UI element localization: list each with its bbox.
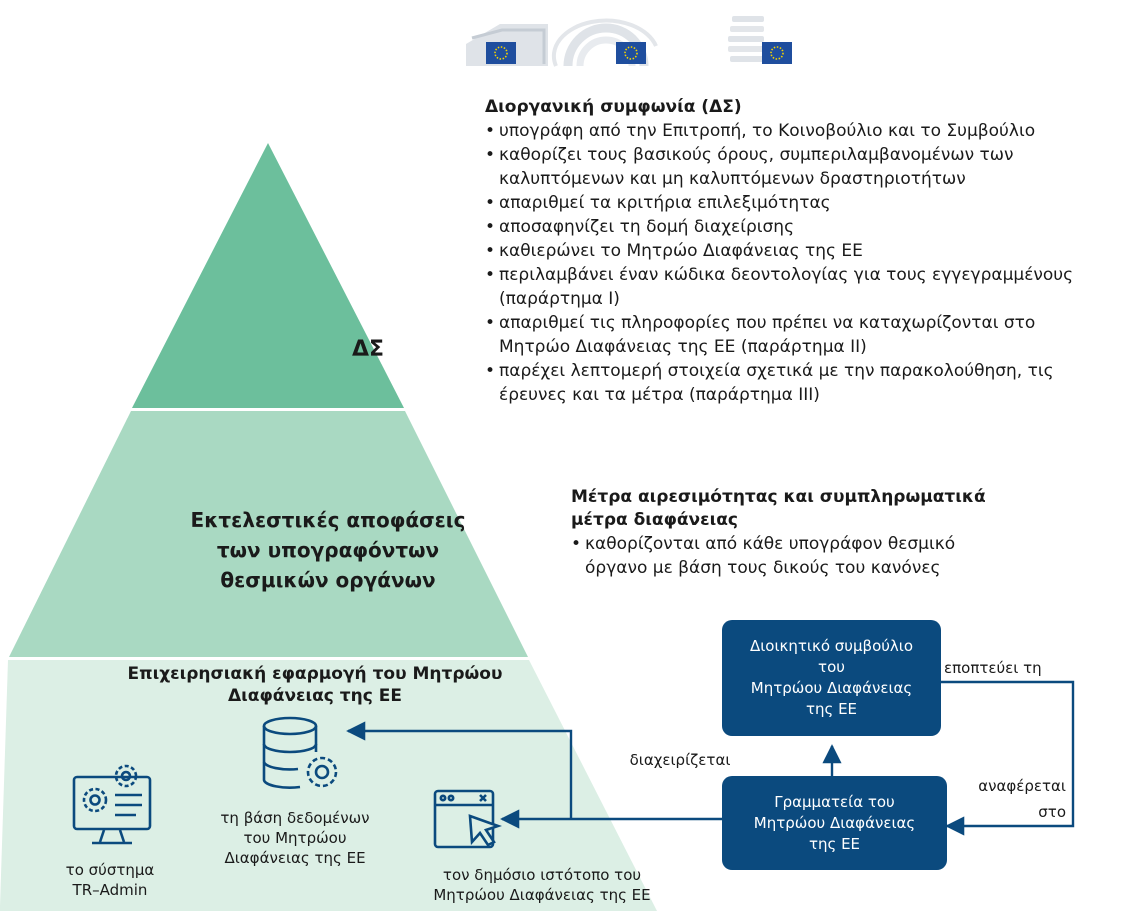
tier-bottom-line: Διαφάνειας της ΕΕ — [228, 686, 402, 706]
item-line: περιλαμβάνει έναν κώδικα δεοντολογίας γι… — [499, 265, 1074, 285]
reports-label: αναφέρεται στο — [970, 773, 1066, 825]
item-line: απαριθμεί τα κριτήρια επιλεξιμότητας — [499, 193, 831, 213]
item-line: υπογράφη από την Επιτροπή, το Κοινοβούλι… — [499, 121, 1036, 141]
item-line: όργανο με βάση τους δικούς του κανόνες — [585, 558, 941, 578]
pyramid-tier-middle — [9, 411, 528, 657]
tier-middle-line: θεσμικών οργάνων — [220, 568, 436, 592]
reports-line: στο — [1038, 803, 1066, 821]
arrow-board-to-secretariat-loop — [941, 680, 1075, 836]
list-item: καθορίζει τους βασικούς όρους, συμπεριλα… — [485, 143, 1115, 191]
item-line: καλυπτόμενων και μη καλυπτόμενων δραστηρ… — [499, 169, 966, 189]
agreement-title: Διοργανική συμφωνία (ΔΣ) — [485, 97, 742, 117]
measures-title-line: Μέτρα αιρεσιμότητας και συμπληρωματικά — [571, 487, 986, 507]
database-gear-icon — [262, 716, 338, 789]
website-label: τον δημόσιο ιστότοπο του Μητρώου Διαφάνε… — [412, 865, 672, 905]
management-board-box: Διοικητικό συμβούλιο του Μητρώου Διαφάνε… — [722, 620, 941, 736]
item-line: καθορίζει τους βασικούς όρους, συμπεριλα… — [499, 145, 1014, 165]
tier-top-label: ΔΣ — [351, 337, 385, 362]
tier-middle-line: Εκτελεστικές αποφάσεις — [190, 508, 466, 532]
parliament-hemicycle-icon — [551, 18, 658, 67]
database-label: τη βάση δεδομένων του Μητρώου Διαφάνειας… — [210, 808, 380, 868]
system-line: το σύστημα — [65, 861, 155, 879]
measures-block: Μέτρα αιρεσιμότητας και συμπληρωματικά μ… — [571, 486, 1041, 580]
database-line: του Μητρώου — [243, 829, 347, 847]
supervises-label: εποπτεύει τη — [944, 659, 1042, 677]
item-line: (παράρτημα I) — [499, 289, 620, 309]
agreement-list: υπογράφη από την Επιτροπή, το Κοινοβούλι… — [485, 119, 1115, 407]
item-line: αποσαφηνίζει τη δομή διαχείρισης — [499, 217, 795, 237]
box-line: Μητρώου Διαφάνειας — [753, 813, 916, 832]
box-line: Γραμματεία του — [774, 792, 895, 811]
tier-middle-line: των υπογραφόντων — [216, 538, 440, 562]
measures-list: καθορίζονται από κάθε υπογράφον θεσμικό ό… — [571, 532, 1041, 580]
list-item: παρέχει λεπτομερή στοιχεία σχετικά με τη… — [485, 359, 1115, 407]
list-item: καθορίζονται από κάθε υπογράφον θεσμικό ό… — [571, 532, 1041, 580]
box-line: Μητρώου Διαφάνειας — [750, 679, 913, 697]
measures-title: Μέτρα αιρεσιμότητας και συμπληρωματικά μ… — [571, 486, 1041, 532]
list-item: αποσαφηνίζει τη δομή διαχείρισης — [485, 215, 1115, 239]
item-line: καθορίζονται από κάθε υπογράφον θεσμικό — [585, 534, 956, 554]
pyramid-tier-bottom — [0, 660, 657, 911]
measures-title-line: μέτρα διαφάνειας — [571, 510, 738, 530]
list-item: απαριθμεί τις πληροφορίες που πρέπει να … — [485, 311, 1115, 359]
website-line: Μητρώου Διαφάνειας της ΕΕ — [433, 886, 651, 904]
commission-building-icon — [466, 24, 548, 66]
manages-label: διαχειρίζεται — [629, 751, 731, 769]
box-line: της ΕΕ — [808, 834, 861, 853]
agreement-block: Διοργανική συμφωνία (ΔΣ) υπογράφη από τη… — [485, 96, 1115, 407]
item-line: καθιερώνει το Μητρώο Διαφάνειας της ΕΕ — [499, 241, 863, 261]
tier-middle-label: Εκτελεστικές αποφάσεις των υπογραφόντων … — [178, 505, 478, 595]
tier-bottom-line: Επιχειρησιακή εφαρμογή του Μητρώου — [127, 664, 503, 684]
monitor-gears-icon — [72, 764, 152, 845]
item-line: έρευνες και τα μέτρα (παράρτημα III) — [499, 385, 820, 405]
browser-cursor-icon — [433, 789, 502, 849]
system-label: το σύστημα TR–Admin — [40, 860, 180, 900]
list-item: υπογράφη από την Επιτροπή, το Κοινοβούλι… — [485, 119, 1115, 143]
arrow-manages-database — [346, 721, 573, 819]
list-item: καθιερώνει το Μητρώο Διαφάνειας της ΕΕ — [485, 239, 1115, 263]
item-line: παρέχει λεπτομερή στοιχεία σχετικά με τη… — [499, 361, 1054, 381]
box-line: του — [818, 658, 845, 676]
council-building-icon — [728, 16, 792, 64]
secretariat-box: Γραμματεία του Μητρώου Διαφάνειας της ΕΕ — [722, 776, 947, 870]
item-line: Μητρώο Διαφάνειας της ΕΕ (παράρτημα II) — [499, 337, 867, 357]
list-item: απαριθμεί τα κριτήρια επιλεξιμότητας — [485, 191, 1115, 215]
tier-bottom-label: Επιχειρησιακή εφαρμογή του Μητρώου Διαφά… — [80, 663, 550, 707]
item-line: απαριθμεί τις πληροφορίες που πρέπει να … — [499, 313, 1036, 333]
list-item: περιλαμβάνει έναν κώδικα δεοντολογίας γι… — [485, 263, 1115, 311]
reports-line: αναφέρεται — [978, 777, 1066, 795]
website-line: τον δημόσιο ιστότοπο του — [442, 866, 642, 884]
database-line: τη βάση δεδομένων — [220, 809, 370, 827]
pyramid-tier-top — [132, 143, 404, 408]
system-line: TR–Admin — [72, 881, 148, 899]
box-line: της ΕΕ — [805, 700, 858, 718]
database-line: Διαφάνειας της ΕΕ — [224, 849, 366, 867]
box-line: Διοικητικό συμβούλιο — [749, 637, 914, 655]
